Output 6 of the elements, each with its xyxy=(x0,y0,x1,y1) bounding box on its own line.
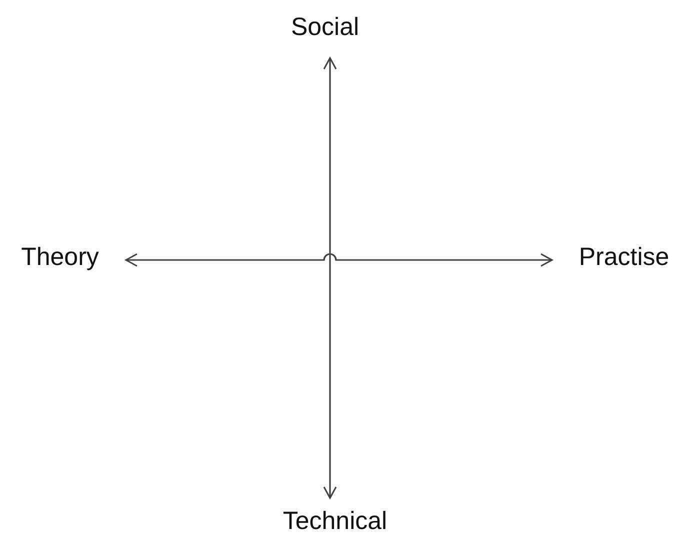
axis-label: Theory xyxy=(21,244,99,270)
axis-label: Technical xyxy=(282,508,388,534)
axis-label: Practise xyxy=(578,244,670,270)
axis-label: Social xyxy=(290,14,360,40)
double-headed-arrow xyxy=(323,57,337,499)
double-headed-arrow xyxy=(125,253,553,267)
